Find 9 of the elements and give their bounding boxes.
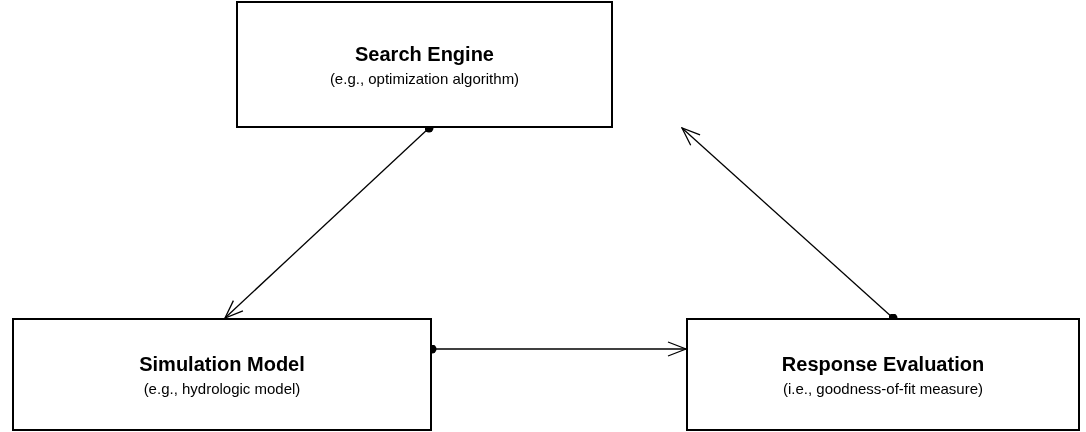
box-title: Response Evaluation: [781, 352, 985, 376]
box-title: Simulation Model: [139, 352, 305, 376]
process-box: [12, 318, 432, 431]
process-box: [236, 1, 613, 128]
box-subtitle: (e.g., optimization algorithm): [329, 69, 520, 87]
process-box: [686, 318, 1080, 431]
box-title: Search Engine: [355, 42, 494, 66]
box-subtitle: (e.g., hydrologic model): [143, 379, 301, 397]
box-subtitle: (i.e., goodness-of-fit measure): [782, 379, 984, 397]
